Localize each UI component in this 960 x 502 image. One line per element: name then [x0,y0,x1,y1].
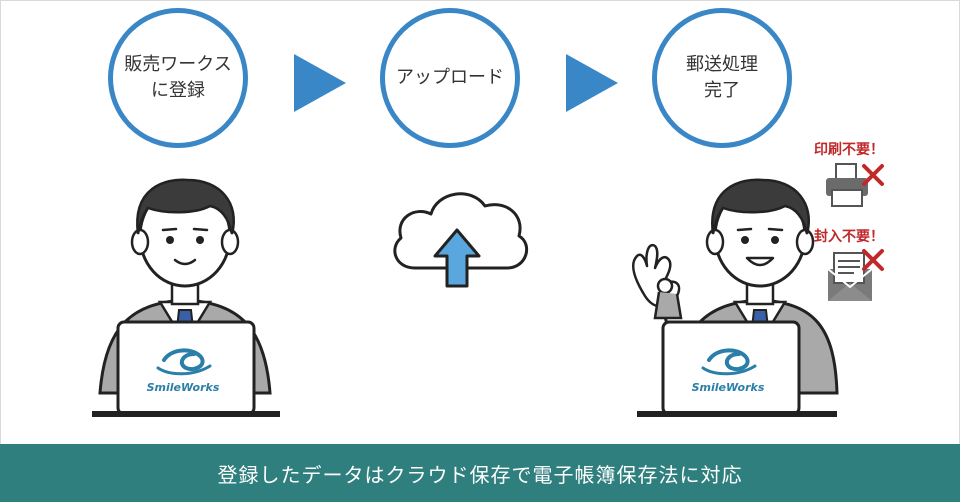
envelope-crossed-icon [827,249,884,301]
flow-arrow-1 [294,54,346,112]
laptop-logo-left: SmileWorks [146,381,220,394]
step-mail-complete: 郵送処理 完了 [652,8,792,148]
step-upload: アップロード [380,8,520,148]
banner-text: 登録したデータはクラウド保存で電子帳簿保存法に対応 [217,462,743,487]
no-print-note: 印刷不要！ [814,142,884,158]
step-register-label: 販売ワークス に登録 [124,54,232,101]
cloud-upload-icon [393,192,529,288]
flow-arrow-2 [566,54,618,112]
step-register: 販売ワークス に登録 [108,8,248,148]
bottom-banner: 登録したデータはクラウド保存で電子帳簿保存法に対応 [0,444,960,502]
step-mail-complete-label: 郵送処理 完了 [686,54,758,101]
step-upload-label: アップロード [396,67,504,88]
no-envelope-note: 封入不要！ [814,229,884,245]
laptop-logo-right: SmileWorks [691,381,765,394]
printer-crossed-icon [826,163,884,207]
businessman-at-laptop [92,178,280,417]
businessman-ok-gesture [632,178,839,417]
